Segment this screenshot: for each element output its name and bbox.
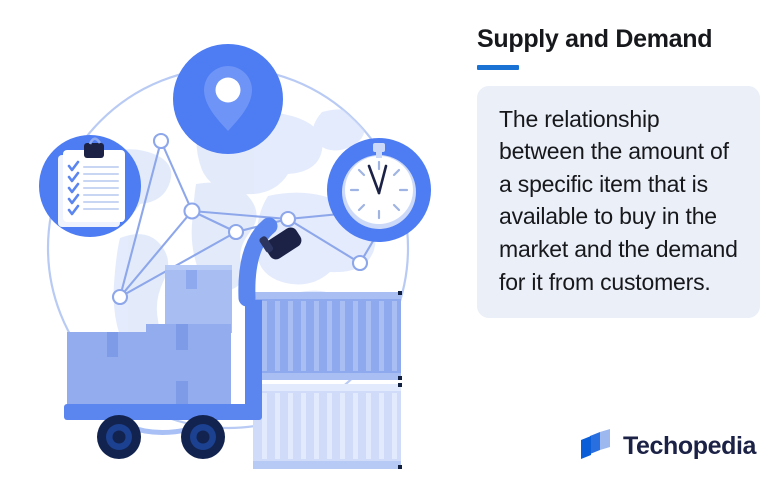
definition-panel: Supply and Demand The relationship betwe… xyxy=(455,0,768,486)
wheel-left xyxy=(97,415,141,459)
wheel-right xyxy=(181,415,225,459)
hand-truck-frame xyxy=(238,217,278,407)
title-accent-bar xyxy=(477,64,519,70)
definition-text: The relationship between the amount of a… xyxy=(499,105,738,295)
cardboard-boxes xyxy=(67,265,232,408)
handle-grip-icon xyxy=(259,227,302,260)
shipping-containers xyxy=(253,291,402,469)
techopedia-mark-icon xyxy=(580,429,614,464)
clipboard-badge xyxy=(39,135,141,237)
logistics-illustration xyxy=(39,44,431,469)
hand-truck-base xyxy=(64,404,262,459)
techopedia-wordmark: Techopedia xyxy=(622,432,756,460)
stopwatch-badge xyxy=(327,138,431,242)
page-title: Supply and Demand xyxy=(477,25,713,53)
location-pin-badge xyxy=(173,44,283,154)
techopedia-logo[interactable]: Techopedia xyxy=(580,429,756,464)
definition-box: The relationship between the amount of a… xyxy=(477,85,760,319)
